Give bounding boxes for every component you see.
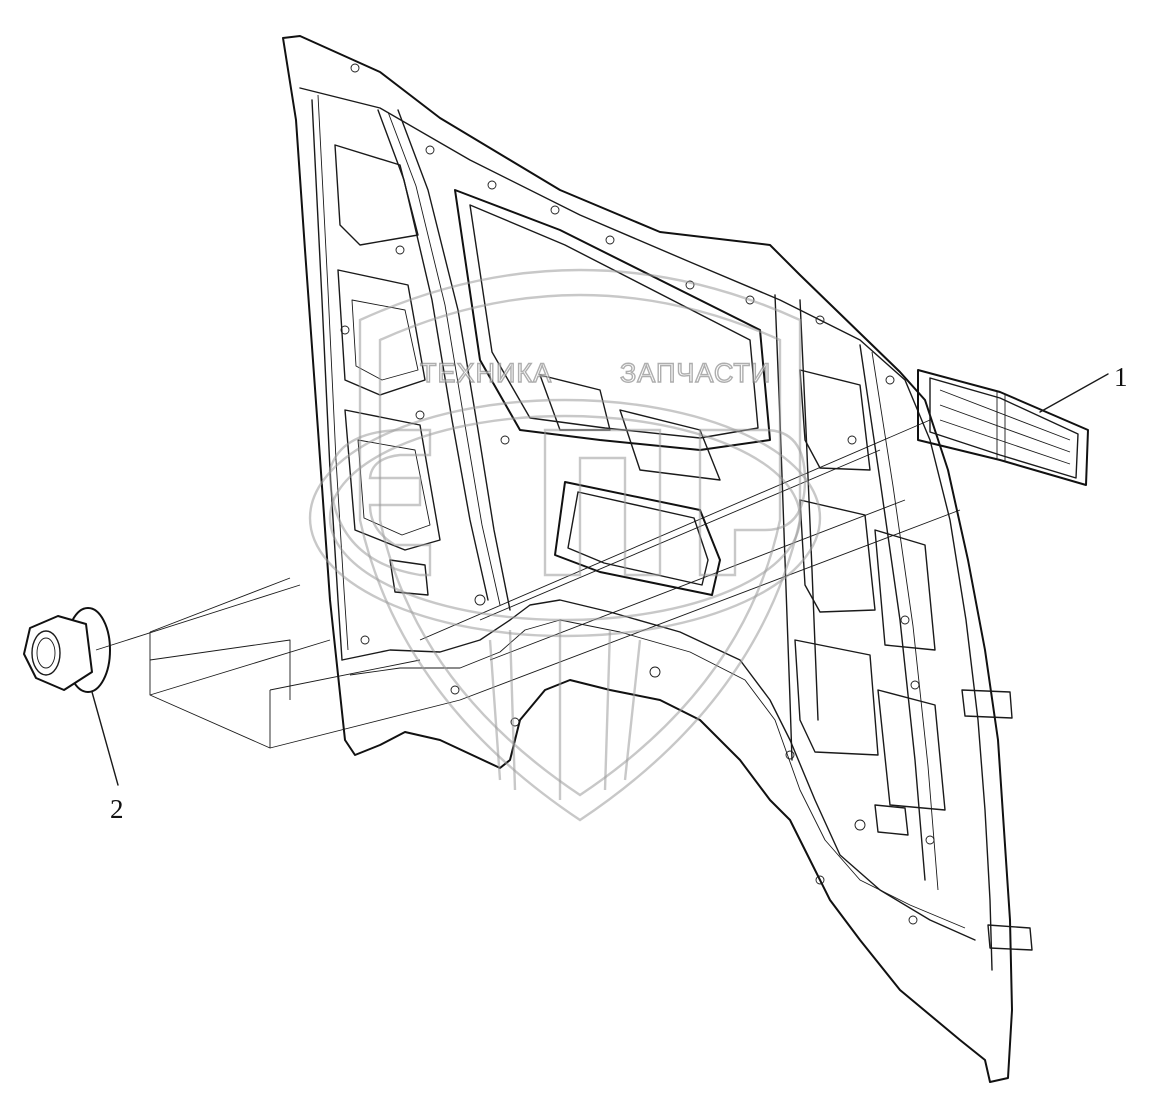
fastener-marks bbox=[340, 63, 935, 925]
exploded-view-guide-lines bbox=[95, 419, 961, 749]
watermark-left-text: ТЕХНИКА bbox=[420, 358, 552, 388]
part-2-flange-nut bbox=[23, 607, 111, 693]
lower-center-opening bbox=[539, 374, 721, 596]
callout-1-label: 1 bbox=[1114, 362, 1128, 392]
callout-2-label: 2 bbox=[110, 794, 124, 824]
part-1-vent-grille bbox=[917, 369, 1089, 486]
cab-rear-wall-panel bbox=[282, 35, 1013, 1083]
watermark-right-text: ЗАПЧАСТИ bbox=[620, 358, 771, 388]
right-panel-recesses bbox=[794, 369, 946, 811]
callout-leaders bbox=[91, 373, 1109, 786]
mounting-clips bbox=[389, 559, 1033, 951]
watermark-emblem: ТЕХНИКА ЗАПЧАСТИ bbox=[308, 268, 822, 822]
left-panel-recesses bbox=[334, 144, 441, 551]
